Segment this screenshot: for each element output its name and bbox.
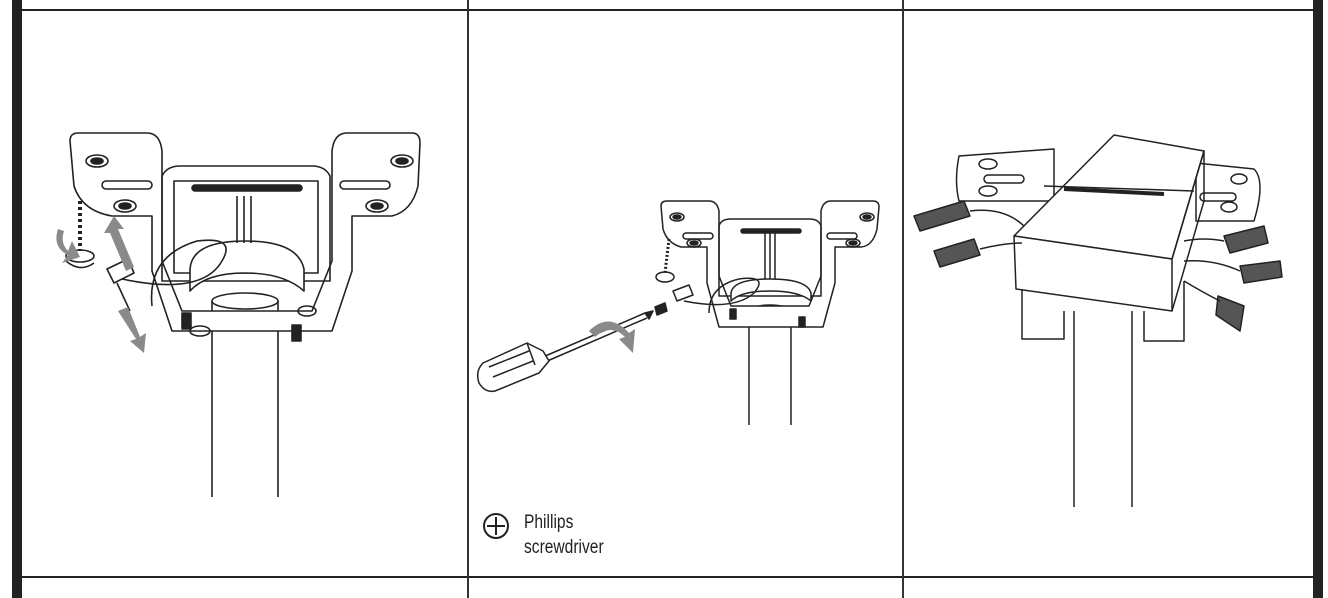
bracket-with-safety-cable-illustration [56,132,421,497]
panel-divider-2 [902,0,904,598]
canopy-with-wire-connectors-illustration [913,134,1283,507]
tool-label-line-2: screwdriver [524,537,604,558]
tool-requirement-note: Phillips screwdriver [482,510,621,560]
step-panel-3 [904,11,1313,576]
panel-divider-1 [467,0,469,598]
tool-label-line-1: Phillips [524,512,574,533]
bottom-rule [22,576,1313,578]
top-rule [22,9,1313,11]
step-panel-1 [22,11,467,576]
screwdriver-tightening-illustration [476,200,880,425]
step-panel-2 [469,11,902,576]
page-left-border [12,0,22,598]
tool-label: Phillips screwdriver [524,510,604,560]
phillips-head-icon [483,513,509,539]
page-right-border [1313,0,1323,598]
